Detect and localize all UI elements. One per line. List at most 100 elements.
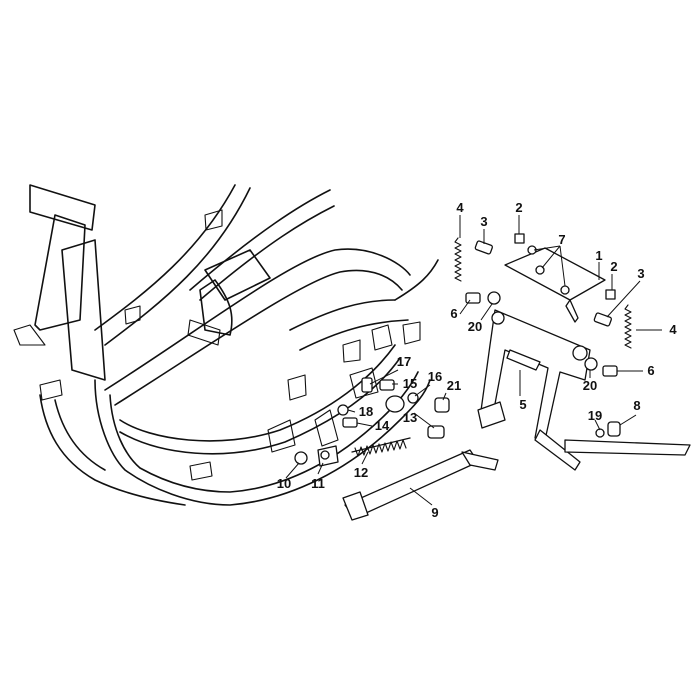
- floor-tube-outer: [94, 379, 431, 506]
- bolt-2-right: [605, 289, 616, 300]
- callout-16: 16: [428, 369, 442, 384]
- side-stand-tab: [461, 451, 499, 471]
- side-rail-b: [299, 319, 409, 351]
- bolt-17: [361, 377, 373, 393]
- bolt-3-left: [474, 240, 493, 255]
- spring-coils: [354, 439, 407, 457]
- cross-member-plate: [199, 279, 233, 336]
- callout-5: 5: [519, 397, 526, 412]
- bolt-15: [379, 379, 395, 391]
- bracket-plate-tab: [565, 299, 579, 323]
- callout-21: 21: [447, 378, 461, 393]
- main-stand-parts: [454, 233, 691, 471]
- callout-15: 15: [403, 376, 417, 391]
- frame-assembly: [13, 184, 439, 506]
- callout-6-left: 6: [450, 306, 457, 321]
- front-tab: [39, 379, 63, 401]
- side-stand-foot: [342, 491, 369, 521]
- leader-20-left: [480, 303, 493, 321]
- side-rail-a: [289, 299, 396, 331]
- bushing-16: [385, 395, 405, 413]
- callout-10: 10: [277, 476, 291, 491]
- leader-9: [409, 487, 433, 506]
- leader-14: [356, 422, 373, 427]
- leader-17: [369, 369, 399, 385]
- callout-6-right: 6: [647, 363, 654, 378]
- callout-11: 11: [311, 476, 325, 491]
- front-lower-hoop-b: [54, 399, 106, 471]
- rear-tube-b: [199, 205, 335, 301]
- main-stand-pivot-right: [572, 345, 588, 361]
- leader-11: [317, 462, 324, 475]
- side-rail-rear: [394, 259, 439, 301]
- callout-3-right: 3: [637, 266, 644, 281]
- stopper-21: [434, 397, 450, 413]
- head-tube: [34, 214, 86, 331]
- callout-14: 14: [375, 418, 390, 433]
- spacer-13: [427, 425, 445, 439]
- leader-10: [285, 462, 300, 479]
- bolt-6-left: [465, 292, 481, 304]
- callout-2-right: 2: [610, 259, 617, 274]
- frame-bracket-3: [342, 339, 361, 363]
- main-stand-slot: [506, 349, 541, 371]
- washer-19: [595, 428, 605, 438]
- spring-4-left: [454, 237, 462, 282]
- leader-16: [414, 384, 431, 397]
- bolt-6-right: [602, 365, 618, 377]
- leader-7-b: [541, 245, 561, 269]
- bracket-11-hole: [320, 450, 330, 460]
- washer-20-left: [487, 291, 501, 305]
- washer-18: [337, 404, 349, 416]
- head-bracket: [13, 324, 46, 346]
- frame-bracket-8: [124, 305, 141, 325]
- cross-bracket: [187, 319, 221, 346]
- callout-2-left: 2: [515, 200, 522, 215]
- callout-19: 19: [588, 408, 602, 423]
- callout-labels: 2 3 4 7 1 2 3 4 6 20 5 20 6 17 15 16 21 …: [277, 200, 678, 520]
- leader-lines: [285, 215, 662, 506]
- callout-1: 1: [595, 248, 602, 263]
- callout-17: 17: [397, 354, 411, 369]
- leader-6-left: [459, 299, 471, 315]
- leader-3-right: [606, 280, 641, 318]
- nut-10: [294, 451, 308, 465]
- stand-pivot-plate-b: [349, 367, 379, 399]
- stand-pivot-plate: [314, 409, 339, 447]
- callout-18: 18: [359, 404, 373, 419]
- callout-13: 13: [403, 410, 417, 425]
- bolt-14: [342, 417, 358, 428]
- nut-7-c: [560, 285, 570, 295]
- leader-12: [361, 451, 369, 465]
- callout-20-right: 20: [583, 378, 597, 393]
- frame-bracket-4: [371, 324, 393, 351]
- leader-13: [413, 412, 435, 429]
- main-stand-pivot-left: [491, 311, 505, 325]
- side-stand-parts: [294, 377, 499, 521]
- leader-7-c: [559, 245, 566, 287]
- floor-tube-mid: [119, 344, 396, 442]
- callout-9: 9: [431, 505, 438, 520]
- frame-bracket-5: [402, 321, 421, 345]
- frame-bracket-1: [267, 419, 296, 453]
- callout-4-right: 4: [669, 322, 677, 337]
- callout-12: 12: [354, 465, 368, 480]
- cross-member-top: [204, 249, 271, 301]
- callout-8: 8: [633, 398, 640, 413]
- upper-tube-right-b: [114, 269, 403, 406]
- bolt-2-left: [514, 233, 525, 244]
- callout-4-left: 4: [456, 200, 464, 215]
- head-gusset: [61, 239, 106, 381]
- frame-bracket-2: [287, 374, 307, 401]
- upper-tube-right-a: [104, 248, 411, 391]
- leader-8: [619, 414, 637, 426]
- washer-20-right: [584, 357, 598, 371]
- rear-tube-a: [189, 189, 331, 291]
- leader-19: [594, 419, 601, 431]
- frame-top-stub: [29, 184, 96, 231]
- frame-bracket-7: [204, 209, 223, 231]
- leader-21: [442, 392, 447, 401]
- upper-tube-left-b: [104, 187, 251, 346]
- frame-bracket-6: [189, 461, 213, 481]
- main-stand-foot-left: [477, 401, 506, 429]
